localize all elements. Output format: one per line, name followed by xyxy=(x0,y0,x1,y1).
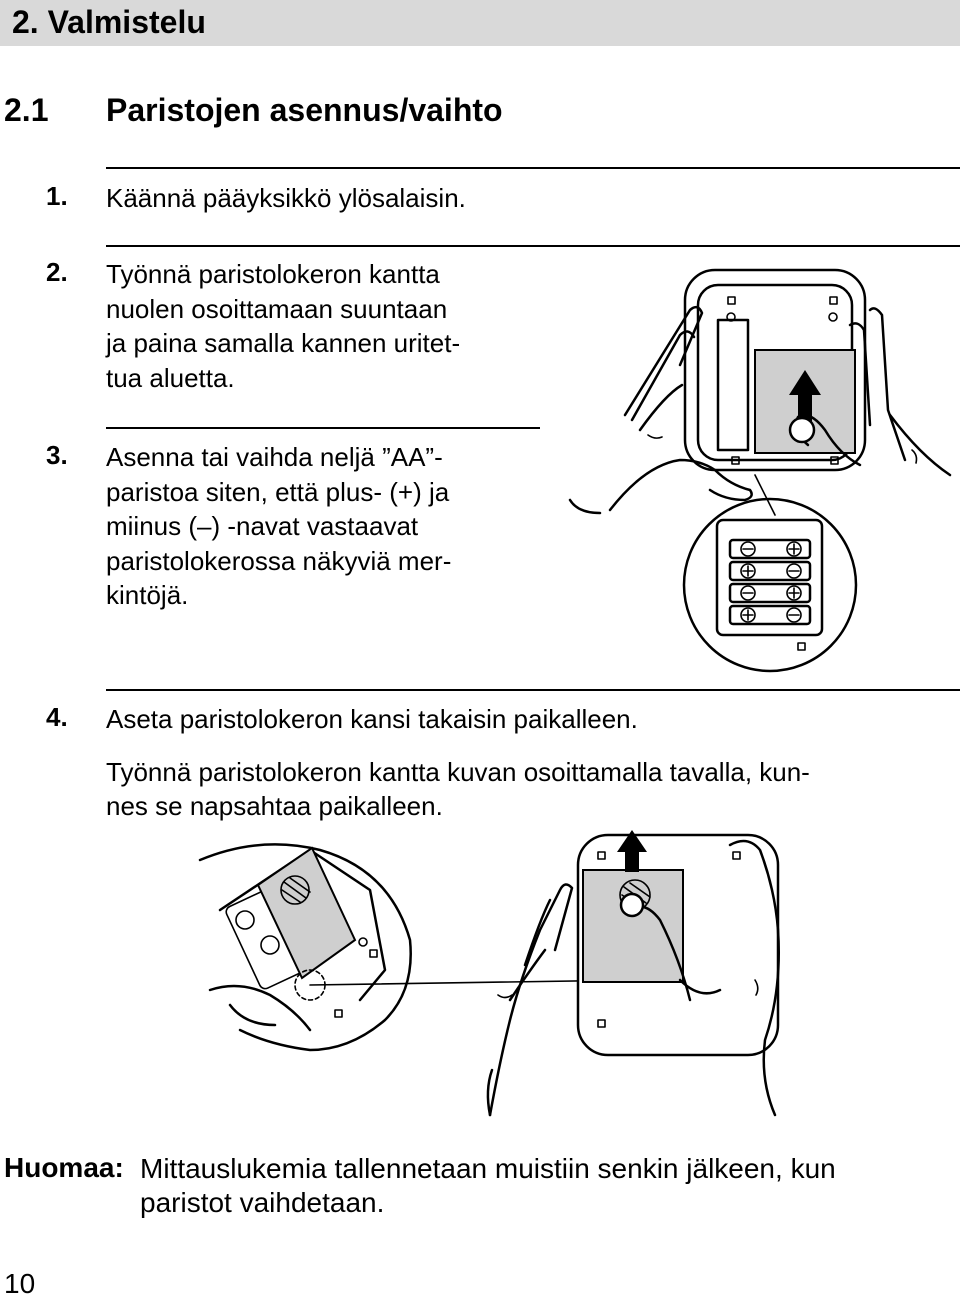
section-title: Paristojen asennus/vaihto xyxy=(106,92,503,128)
battery-cover-tilted xyxy=(256,846,357,980)
step-4-number: 4. xyxy=(46,702,68,732)
step-4-text: Aseta paristolokeron kansi takaisin paik… xyxy=(106,704,810,821)
battery-inset-circle xyxy=(682,497,858,673)
step-1-number: 1. xyxy=(46,181,68,211)
arrow-up-icon xyxy=(789,370,821,425)
arrow-up-icon xyxy=(617,830,647,872)
chapter-header-bar xyxy=(0,0,960,46)
divider-rule xyxy=(106,245,960,247)
step-2-text: Työnnä paristolokeron kantta nuolen osoi… xyxy=(106,259,461,393)
page-number: 10 xyxy=(4,1268,36,1299)
chapter-title: 2. Valmistelu xyxy=(12,4,206,40)
note-label: Huomaa: xyxy=(4,1152,124,1183)
step-3-number: 3. xyxy=(46,440,68,470)
note-text: Mittauslukemia tallennetaan muistiin sen… xyxy=(140,1153,836,1218)
step-2-number: 2. xyxy=(46,257,68,287)
section-number: 2.1 xyxy=(4,92,49,128)
divider-rule xyxy=(106,689,960,691)
battery-cover xyxy=(582,869,684,983)
battery-compartment xyxy=(715,518,824,637)
battery-cover-closing-illustration xyxy=(198,830,781,1117)
step-3-text: Asenna tai vaihda neljä ”AA”- paristoa s… xyxy=(106,442,452,610)
divider-rule xyxy=(106,427,540,429)
battery-cover-removal-illustration xyxy=(568,268,952,673)
divider-rule xyxy=(106,167,960,169)
step-1-text: Käännä pääyksikkö ylösalaisin. xyxy=(106,183,466,213)
